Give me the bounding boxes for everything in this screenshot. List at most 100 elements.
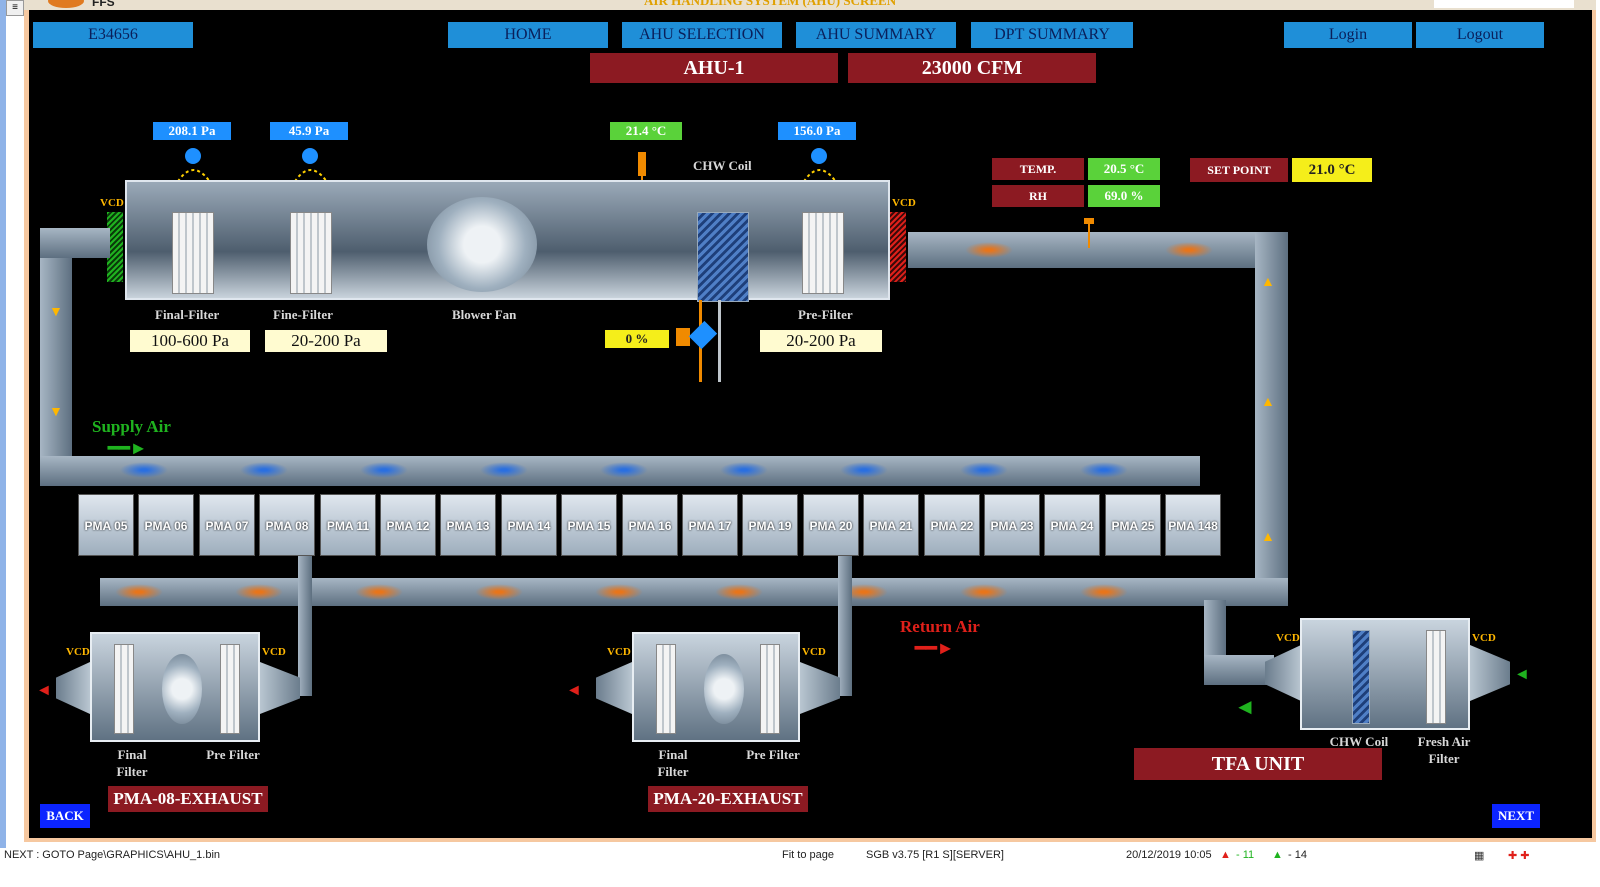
fine-filter-label: Fine-Filter xyxy=(273,307,333,322)
room-box[interactable]: PMA 19 xyxy=(742,494,798,556)
logo-text: FFS xyxy=(92,0,115,9)
setpoint-value[interactable]: 21.0 °C xyxy=(1292,158,1372,182)
status-datetime: 20/12/2019 10:05 xyxy=(1126,849,1212,861)
home-button[interactable]: HOME xyxy=(448,22,608,48)
left-scroll-strip[interactable] xyxy=(0,0,6,848)
status-path: NEXT : GOTO Page\GRAPHICS\AHU_1.bin xyxy=(4,849,221,861)
room-box[interactable]: PMA 25 xyxy=(1105,494,1161,556)
fine-filter-dp: 45.9 Pa xyxy=(270,122,348,140)
thermometer-icon xyxy=(638,152,646,176)
next-button[interactable]: NEXT xyxy=(1492,804,1540,828)
thermometer-icon xyxy=(1084,218,1094,224)
tfa-unit-title[interactable]: TFA UNIT xyxy=(1134,748,1382,780)
menu-toggle-icon[interactable]: ≡ xyxy=(6,0,24,16)
return-grille-icon xyxy=(115,584,163,600)
tfa-duct xyxy=(1204,600,1226,662)
arrow-up-icon: ▲ xyxy=(1261,393,1275,409)
supply-diffuser-icon xyxy=(240,462,288,478)
return-grille-icon xyxy=(715,584,763,600)
arrow-left-icon: ◄ xyxy=(1514,666,1530,683)
alarm-icon[interactable]: ▲ xyxy=(1220,849,1231,861)
unit-airflow: 23000 CFM xyxy=(848,53,1096,83)
vcd-label: VCD xyxy=(100,197,124,209)
fan-icon xyxy=(162,654,202,724)
pre-filter-label: Pre-Filter xyxy=(798,307,853,322)
return-grille-icon xyxy=(965,242,1013,258)
return-grille-icon xyxy=(840,584,888,600)
project-id-button[interactable]: E34656 xyxy=(33,22,193,48)
room-box[interactable]: PMA 06 xyxy=(138,494,194,556)
vcd-label: VCD xyxy=(1276,632,1300,644)
filter-icon xyxy=(760,644,780,734)
room-box[interactable]: PMA 15 xyxy=(561,494,617,556)
dpt-summary-button[interactable]: DPT SUMMARY xyxy=(971,22,1133,48)
room-box[interactable]: PMA 05 xyxy=(78,494,134,556)
return-grille-icon xyxy=(475,584,523,600)
room-box[interactable]: PMA 148 xyxy=(1165,494,1221,556)
room-box[interactable]: PMA 13 xyxy=(440,494,496,556)
ahu-housing xyxy=(125,180,890,302)
room-box[interactable]: PMA 21 xyxy=(863,494,919,556)
return-grille-icon xyxy=(1165,242,1213,258)
room-box[interactable]: PMA 14 xyxy=(501,494,557,556)
login-button[interactable]: Login xyxy=(1284,22,1412,48)
flag-icon[interactable]: ✚ ✚ xyxy=(1508,850,1530,862)
tfa-unit[interactable] xyxy=(1300,618,1470,730)
pma20-exhaust-title[interactable]: PMA-20-EXHAUST xyxy=(648,786,808,812)
fresh-air-filter-icon xyxy=(1426,630,1446,724)
back-button[interactable]: BACK xyxy=(40,804,90,828)
room-box[interactable]: PMA 11 xyxy=(320,494,376,556)
room-box[interactable]: PMA 22 xyxy=(924,494,980,556)
pre-filter-dp: 156.0 Pa xyxy=(778,122,856,140)
fan-icon[interactable] xyxy=(427,197,537,292)
setpoint-label: SET POINT xyxy=(1190,158,1288,182)
exh20-pre-filter-label: Pre Filter xyxy=(746,747,800,762)
exh08-final-filter-label: Final Filter xyxy=(116,747,148,779)
supply-air-label: Supply Air xyxy=(92,417,171,436)
ahu-selection-button[interactable]: AHU SELECTION xyxy=(622,22,782,48)
supply-diffuser-icon xyxy=(840,462,888,478)
pma08-exhaust-title[interactable]: PMA-08-EXHAUST xyxy=(108,786,268,812)
sensor-probe xyxy=(1088,224,1090,248)
tfa-fresh-air-filter-label: Fresh Air Filter xyxy=(1417,734,1471,766)
room-box[interactable]: PMA 23 xyxy=(984,494,1040,556)
room-box[interactable]: PMA 17 xyxy=(682,494,738,556)
supply-diffuser-icon xyxy=(720,462,768,478)
supply-diffuser-icon xyxy=(600,462,648,478)
supply-diffuser-icon xyxy=(960,462,1008,478)
ahu-summary-button[interactable]: AHU SUMMARY xyxy=(796,22,956,48)
valve-open-percent: 0 % xyxy=(605,330,669,348)
status-fit[interactable]: Fit to page xyxy=(782,849,834,861)
final-filter-dp: 208.1 Pa xyxy=(153,122,231,140)
return-grille-icon xyxy=(960,584,1008,600)
pressure-sensor-icon xyxy=(302,148,318,164)
warning-icon[interactable]: ▲ xyxy=(1272,849,1283,861)
exh08-pre-filter-label: Pre Filter xyxy=(206,747,260,762)
supply-damper-icon xyxy=(107,212,123,282)
final-filter-icon xyxy=(172,212,214,294)
return-temp-label: TEMP. xyxy=(992,158,1084,180)
screen-title: AIR HANDLING SYSTEM (AHU) SCREEN xyxy=(644,0,897,8)
valve-icon[interactable] xyxy=(676,328,690,346)
arrow-up-icon: ▲ xyxy=(1261,528,1275,544)
pma08-exhaust-unit[interactable] xyxy=(90,632,260,742)
return-grille-icon xyxy=(1080,584,1128,600)
filter-icon xyxy=(656,644,676,734)
room-box[interactable]: PMA 07 xyxy=(199,494,255,556)
logout-button[interactable]: Logout xyxy=(1416,22,1544,48)
room-box[interactable]: PMA 16 xyxy=(622,494,678,556)
vcd-label: VCD xyxy=(802,646,826,658)
pma20-exhaust-unit[interactable] xyxy=(632,632,800,742)
fine-filter-icon xyxy=(290,212,332,294)
supply-diffuser-icon xyxy=(1080,462,1128,478)
filter-icon xyxy=(220,644,240,734)
room-box[interactable]: PMA 24 xyxy=(1044,494,1100,556)
vcd-label: VCD xyxy=(262,646,286,658)
supply-temp-reading: 21.4 °C xyxy=(610,122,682,140)
fan-icon xyxy=(704,654,744,724)
room-box[interactable]: PMA 12 xyxy=(380,494,436,556)
room-box[interactable]: PMA 08 xyxy=(259,494,315,556)
arrow-down-icon: ▼ xyxy=(49,303,63,319)
room-box[interactable]: PMA 20 xyxy=(803,494,859,556)
